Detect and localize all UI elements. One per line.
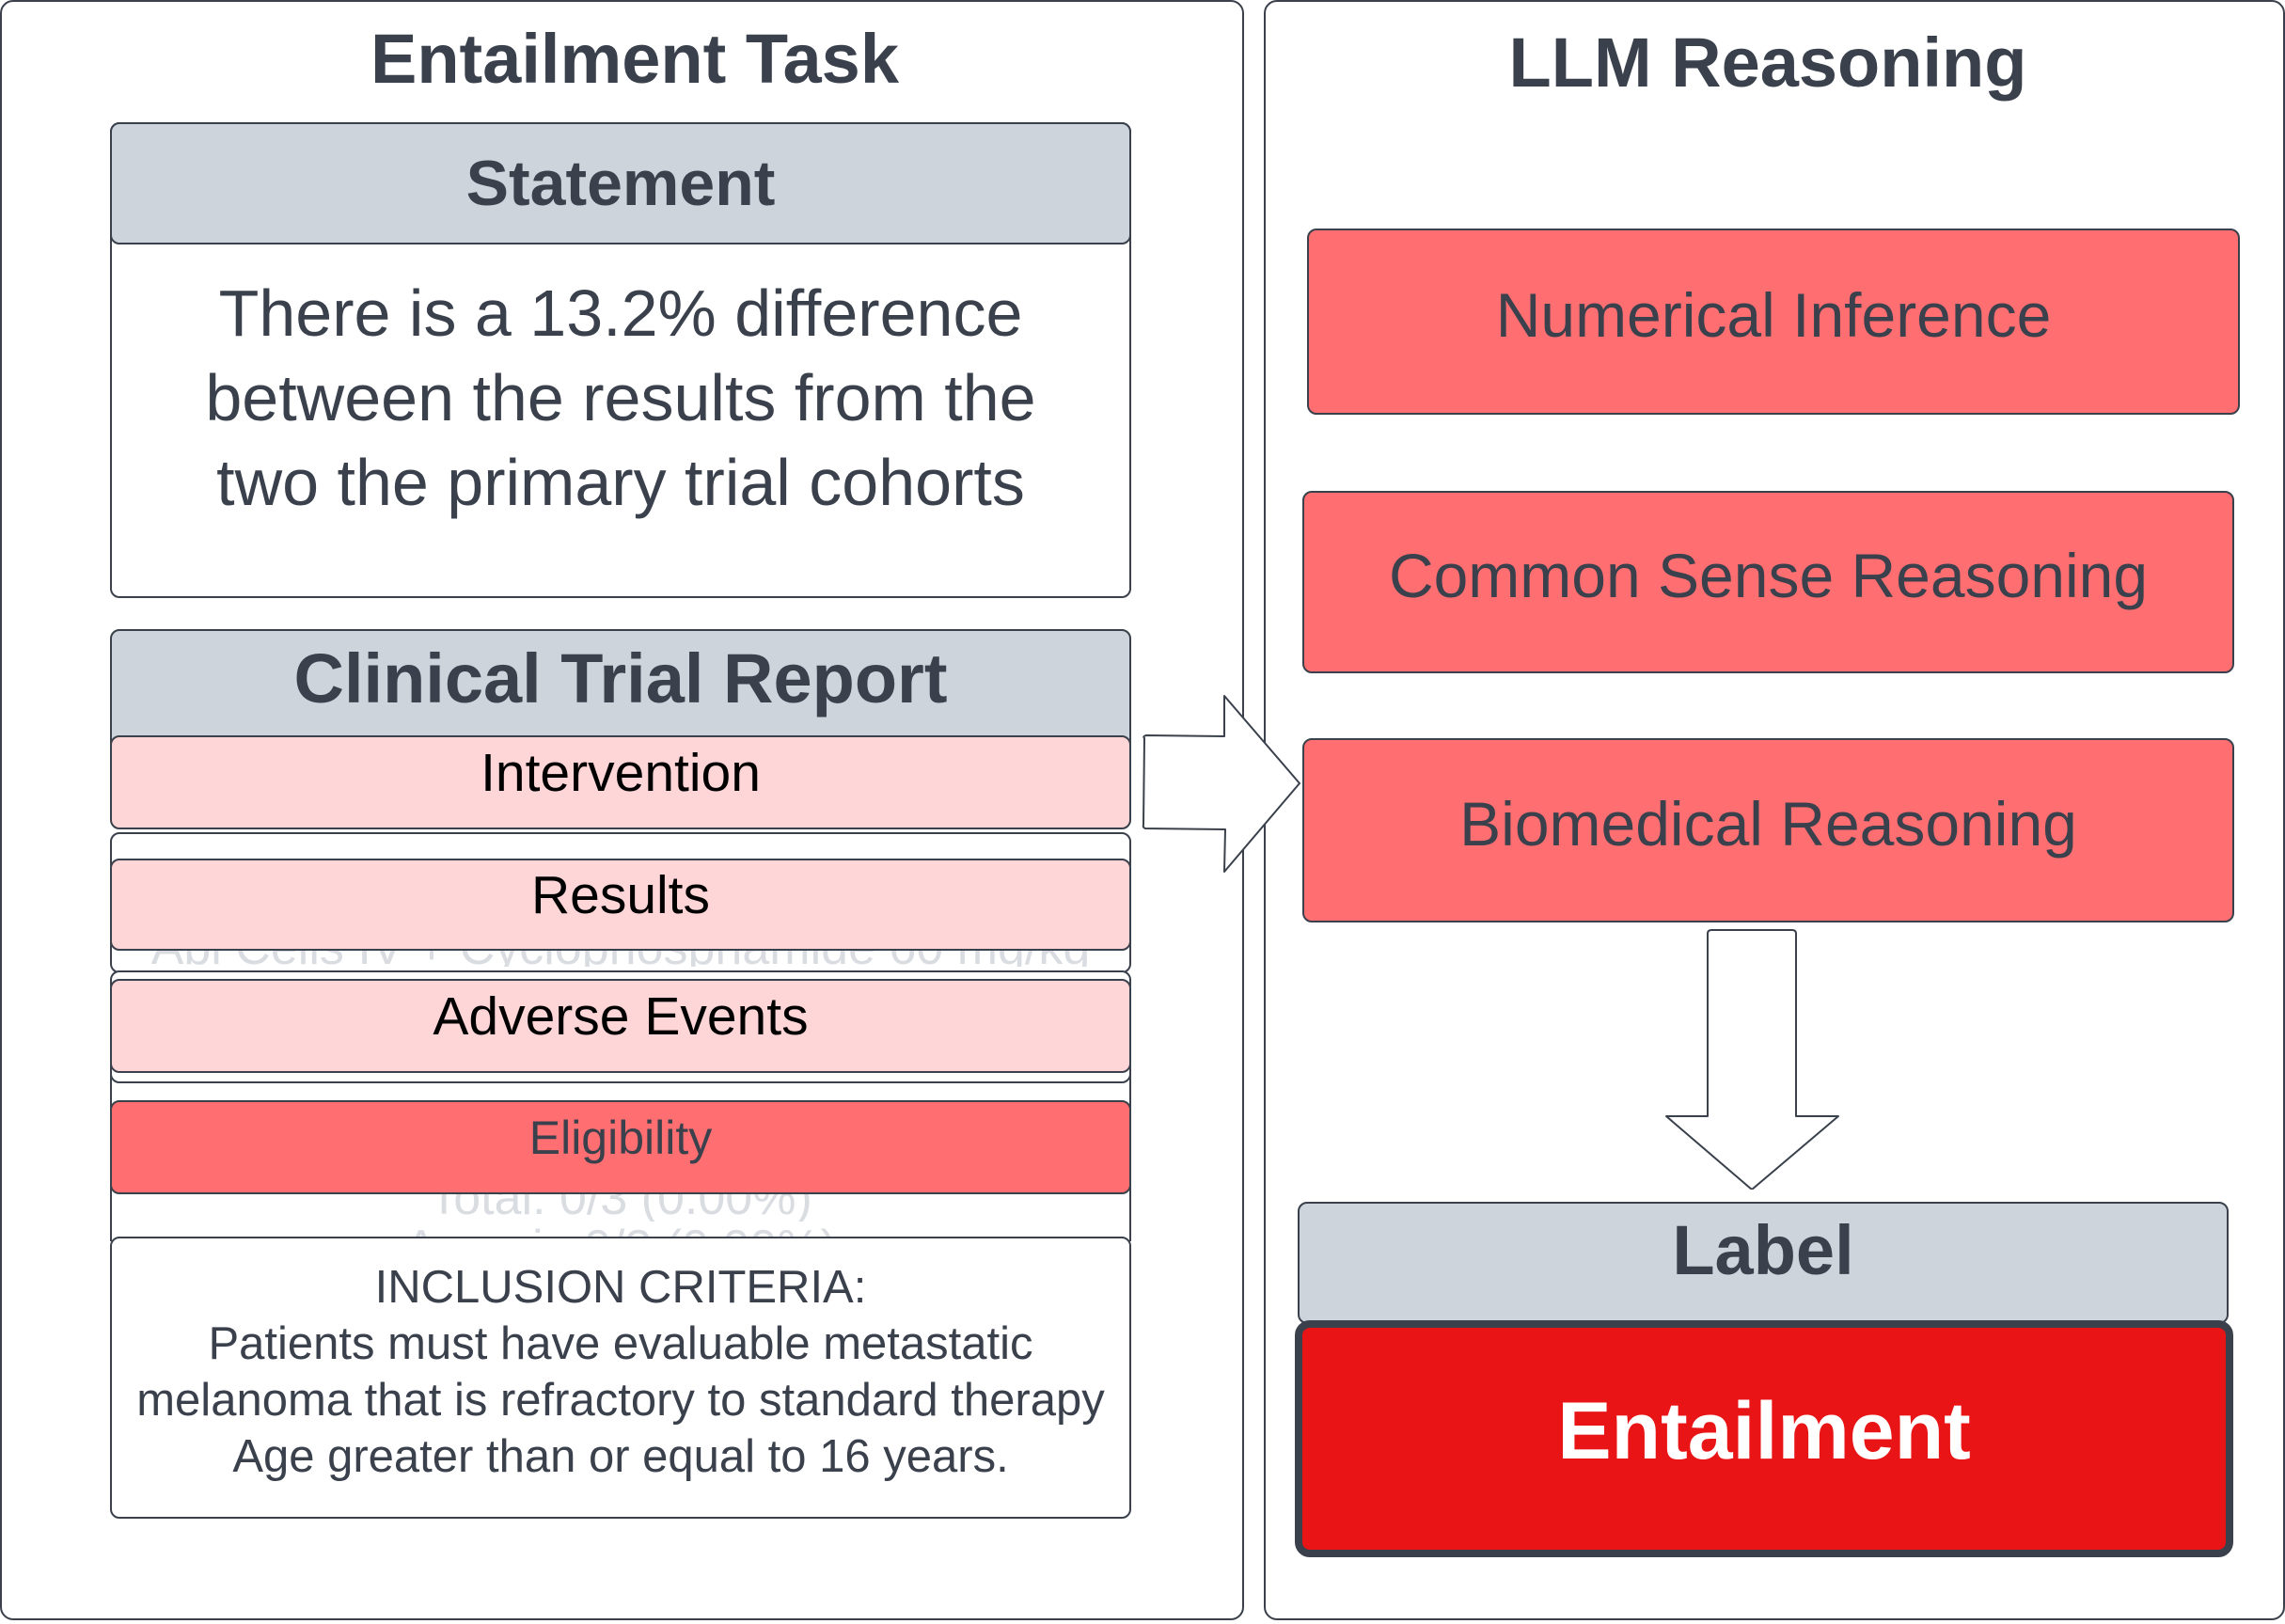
numerical-inference-box: Numerical Inference — [1307, 229, 2240, 415]
biomedical-reasoning-box: Biomedical Reasoning — [1302, 738, 2234, 922]
faded-adverse-text: Anemia 0/3 (0.00%) — [110, 1227, 1131, 1238]
section-intervention[interactable]: Intervention — [110, 735, 1131, 829]
eligibility-line: Age greater than or equal to 16 years. — [232, 1431, 1009, 1482]
label-entailment-box: Entailment — [1295, 1320, 2233, 1557]
down-arrow-icon — [1665, 929, 1839, 1190]
right-arrow-icon — [1142, 695, 1300, 873]
eligibility-line: melanoma that is refractory to standard … — [136, 1375, 1105, 1426]
eligibility-line: Patients must have evaluable metastatic — [208, 1318, 1033, 1369]
statement-header: Statement — [110, 122, 1131, 244]
entailment-task-title: Entailment Task — [370, 20, 899, 98]
common-sense-reasoning-box: Common Sense Reasoning — [1302, 491, 2234, 673]
statement-line: There is a 13.2% difference — [218, 276, 1023, 350]
section-eligibility[interactable]: Eligibility — [110, 1100, 1131, 1194]
eligibility-line: INCLUSION CRITERIA: — [374, 1262, 867, 1313]
llm-reasoning-title: LLM Reasoning — [1508, 24, 2027, 102]
section-adverse-events[interactable]: Adverse Events — [110, 979, 1131, 1073]
label-header: Label — [1298, 1202, 2229, 1324]
statement-line: between the results from the — [205, 361, 1036, 434]
section-results[interactable]: Results — [110, 859, 1131, 951]
statement-line: two the primary trial cohorts — [216, 446, 1025, 519]
eligibility-card: INCLUSION CRITERIA: Patients must have e… — [110, 1237, 1131, 1519]
statement-text: There is a 13.2% difference between the … — [110, 271, 1131, 525]
